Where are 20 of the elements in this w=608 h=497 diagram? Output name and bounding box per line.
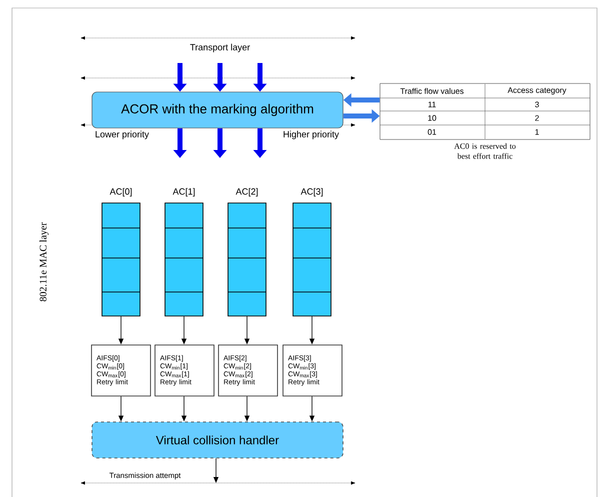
text-label: 802.11e MAC layer — [38, 221, 50, 303]
table: Traffic flow values Access category 11 3 10 2 01 1 — [380, 83, 590, 140]
queue-label: AC[2] — [236, 188, 258, 196]
text-label: Transport layer — [188, 42, 252, 54]
process-box: ACOR with the marking algorithm — [92, 92, 344, 128]
queue-label: AC[1] — [172, 188, 195, 196]
queue-label: AC[3] — [300, 188, 323, 196]
process-box: Virtual collision handler — [92, 422, 344, 458]
note: AC0 is reserved to best effort traffic — [454, 143, 516, 159]
node-label: 1 — [535, 129, 539, 135]
node-label: 11 — [428, 102, 436, 108]
text-label: Higher priority — [282, 130, 340, 140]
node-label: Access category — [508, 87, 566, 95]
text-label: Lower priority — [94, 130, 150, 140]
node-label: 10 — [428, 115, 436, 121]
queue-label: AC[0] — [110, 188, 132, 196]
node-label: 01 — [428, 129, 436, 135]
node-label: Traffic flow values — [400, 88, 464, 94]
node-label: 3 — [535, 102, 539, 108]
node-label: 2 — [535, 115, 539, 121]
